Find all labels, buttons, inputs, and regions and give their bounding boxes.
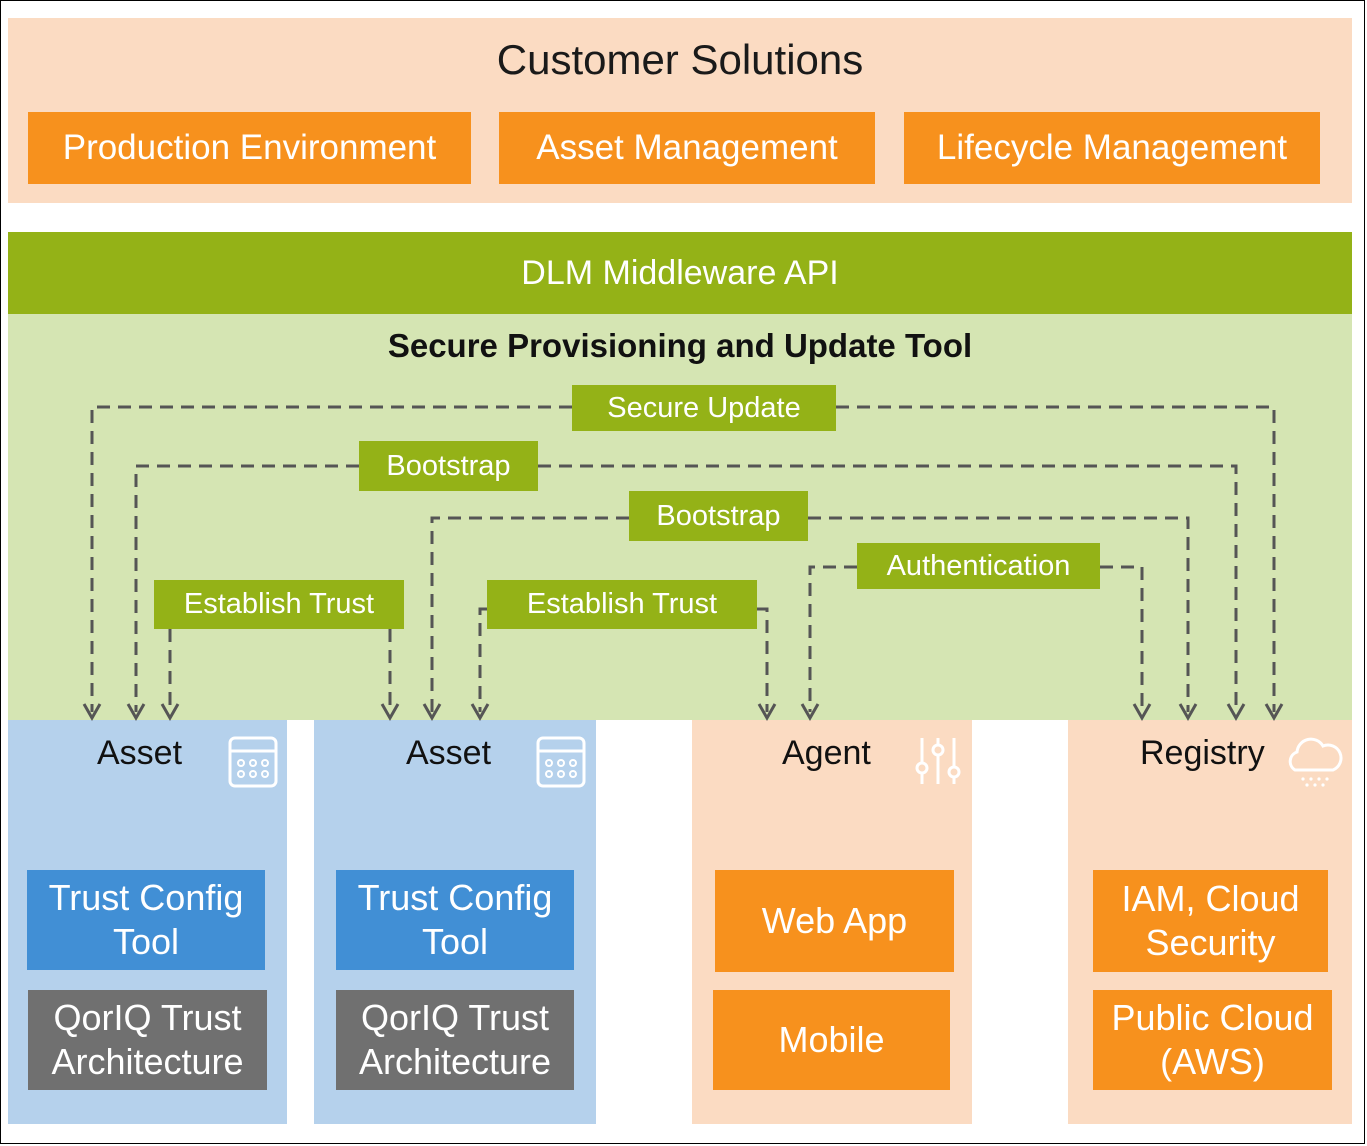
cloud-icon <box>1283 730 1343 790</box>
secure-update-arrow-right <box>836 405 1276 712</box>
arrowhead <box>126 703 146 722</box>
trust-config-tool-box-1: Trust Config Tool <box>27 870 265 970</box>
arrowhead <box>380 703 400 722</box>
bootstrap-2-arrow-left <box>430 516 629 712</box>
establish-trust-label-2: Establish Trust <box>487 580 757 629</box>
trust-config-line-2: Tool <box>112 921 180 962</box>
public-cloud-line-2: (AWS) <box>1160 1041 1265 1082</box>
authentication-arrow-left <box>808 565 857 712</box>
arrowhead <box>1132 703 1152 722</box>
establish-trust-2-arrow-right <box>757 607 769 712</box>
arrowhead <box>757 703 777 722</box>
qoriq-trust-architecture-box-1: QorIQ Trust Architecture <box>28 990 267 1090</box>
arrowhead <box>800 703 820 722</box>
asset-1-title: Asset <box>97 734 183 772</box>
arrowhead <box>1178 703 1198 722</box>
agent-title: Agent <box>782 734 871 772</box>
mobile-box: Mobile <box>713 990 950 1090</box>
arrowhead <box>160 703 180 722</box>
bootstrap-label-1: Bootstrap <box>359 441 538 491</box>
trust-config-line-1: Trust Config <box>357 877 553 919</box>
asset-management-box: Asset Management <box>499 112 875 184</box>
qoriq-line-2: Architecture <box>358 1041 552 1082</box>
arrowhead <box>82 703 102 722</box>
customer-solutions-title: Customer Solutions <box>496 36 864 83</box>
iam-cloud-security-box: IAM, Cloud Security <box>1093 870 1328 972</box>
secure-update-label: Secure Update <box>572 385 836 431</box>
iam-line-2: Security <box>1145 922 1276 963</box>
authentication-arrow-right <box>1100 565 1144 712</box>
production-environment-box: Production Environment <box>28 112 471 184</box>
trust-config-line-1: Trust Config <box>48 877 244 919</box>
qoriq-line-2: Architecture <box>51 1041 244 1082</box>
arrowhead <box>1226 703 1246 722</box>
arrowhead <box>1264 703 1284 722</box>
establish-trust-2-arrow-left <box>478 607 487 712</box>
public-cloud-aws-box: Public Cloud (AWS) <box>1093 990 1332 1090</box>
public-cloud-line-1: Public Cloud <box>1111 997 1314 1039</box>
arrowhead <box>422 703 442 722</box>
registry-title: Registry <box>1140 734 1265 772</box>
authentication-label: Authentication <box>857 543 1100 589</box>
establish-trust-label-1: Establish Trust <box>154 580 404 629</box>
bootstrap-2-arrow-right <box>808 516 1190 712</box>
secure-provisioning-title: Secure Provisioning and Update Tool <box>387 327 973 364</box>
bootstrap-label-2: Bootstrap <box>629 491 808 541</box>
qoriq-trust-architecture-box-2: QorIQ Trust Architecture <box>336 990 574 1090</box>
device-grid-icon <box>536 736 586 788</box>
qoriq-line-1: QorIQ Trust <box>53 997 242 1039</box>
web-app-box: Web App <box>715 870 954 972</box>
dlm-middleware-api-bar: DLM Middleware API <box>8 232 1352 314</box>
trust-config-line-2: Tool <box>421 921 489 962</box>
secure-update-arrow-left <box>90 405 572 712</box>
arrowhead <box>470 703 490 722</box>
trust-config-tool-box-2: Trust Config Tool <box>336 870 574 970</box>
bootstrap-1-arrow-left <box>134 464 359 712</box>
iam-line-1: IAM, Cloud <box>1121 878 1300 920</box>
qoriq-line-1: QorIQ Trust <box>360 997 550 1039</box>
lifecycle-management-box: Lifecycle Management <box>904 112 1320 184</box>
bootstrap-1-arrow-right <box>538 464 1238 712</box>
device-grid-icon <box>228 736 278 788</box>
asset-2-title: Asset <box>406 734 492 772</box>
sliders-icon <box>912 734 964 788</box>
